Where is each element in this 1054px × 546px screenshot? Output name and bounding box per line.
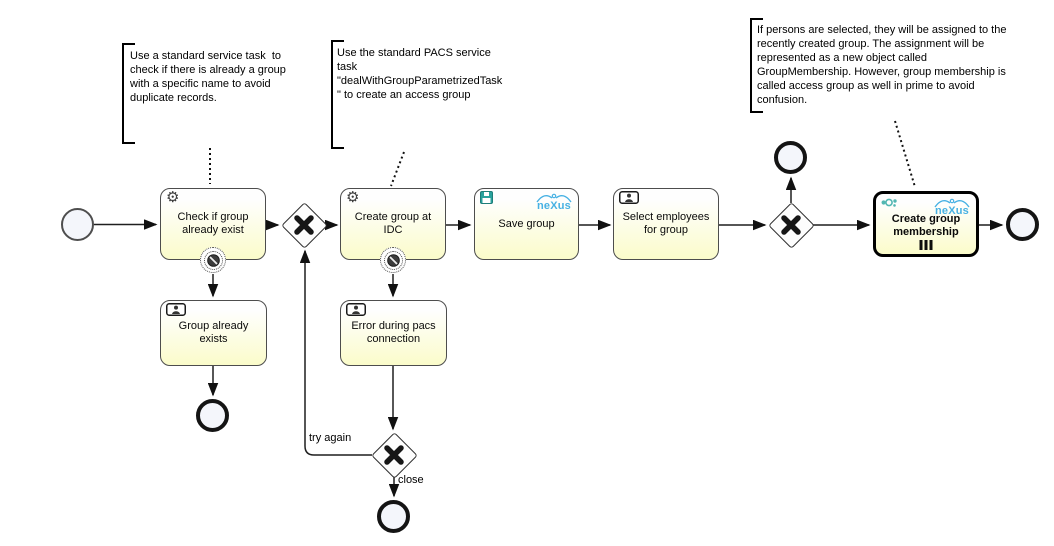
task-label: Error during pacs connection bbox=[351, 320, 436, 345]
annotation2-association bbox=[390, 151, 405, 187]
task-save-group[interactable]: neXus Save group bbox=[474, 188, 579, 260]
annotation3-bracket bbox=[750, 18, 763, 113]
start-event[interactable] bbox=[61, 208, 94, 241]
annotation1-bracket bbox=[122, 43, 135, 144]
save-icon bbox=[480, 191, 493, 207]
boundary-event-create-group[interactable] bbox=[380, 247, 406, 273]
task-label: Select employees for group bbox=[622, 211, 710, 236]
task-label: Save group bbox=[498, 217, 555, 230]
nexus-logo-text: neXus bbox=[934, 205, 969, 217]
task-label: Create group at IDC bbox=[354, 211, 432, 236]
gear-icon: ⚙ bbox=[346, 188, 360, 206]
nexus-logo-text: neXus bbox=[536, 200, 571, 212]
flow-label-try-again: try again bbox=[309, 432, 352, 444]
nexus-logo: neXus bbox=[534, 193, 574, 212]
x-marker-icon bbox=[294, 215, 314, 235]
circle-slash-icon bbox=[206, 253, 220, 267]
circle-slash-icon bbox=[386, 253, 400, 267]
task-label: Check if group already exist bbox=[177, 211, 249, 236]
user-task-icon bbox=[166, 303, 186, 319]
boundary-event-inner-ring bbox=[203, 250, 223, 270]
text-annotation-duplicate-check: Use a standard service task to check if … bbox=[130, 50, 286, 104]
boundary-event-check-group[interactable] bbox=[200, 247, 226, 273]
end-event-group-exists[interactable] bbox=[196, 399, 229, 432]
gear-icon: ⚙ bbox=[166, 188, 180, 206]
end-event-top[interactable] bbox=[774, 141, 807, 174]
xor-gateway-2[interactable] bbox=[768, 202, 815, 249]
nexus-logo: neXus bbox=[932, 198, 972, 217]
task-error-during-pacs[interactable]: Error during pacs connection bbox=[340, 300, 447, 366]
task-select-employees[interactable]: Select employees for group bbox=[613, 188, 719, 260]
end-event-close[interactable] bbox=[377, 500, 410, 533]
annotation2-bracket bbox=[331, 40, 344, 149]
x-marker-icon bbox=[384, 445, 404, 465]
xor-gateway-3[interactable] bbox=[371, 432, 418, 479]
nexus-wings-icon bbox=[934, 198, 970, 208]
end-event-right[interactable] bbox=[1006, 208, 1039, 241]
annotation3-association bbox=[894, 120, 916, 188]
flow-label-close: close bbox=[398, 474, 424, 486]
boundary-event-inner-ring bbox=[383, 250, 403, 270]
task-create-group-membership[interactable]: neXus Create group membership bbox=[873, 191, 979, 257]
x-marker-icon bbox=[781, 215, 801, 235]
nexus-wings-icon bbox=[536, 193, 572, 203]
group-membership-icon bbox=[881, 196, 898, 212]
text-annotation-group-membership: If persons are selected, they will be as… bbox=[757, 24, 1007, 106]
user-task-icon bbox=[346, 303, 366, 319]
task-label: Create group membership bbox=[891, 213, 961, 238]
task-label: Group already exists bbox=[178, 320, 249, 345]
xor-gateway-1[interactable] bbox=[281, 202, 328, 249]
multi-instance-marker bbox=[919, 240, 933, 250]
task-group-already-exists[interactable]: Group already exists bbox=[160, 300, 267, 366]
text-annotation-pacs-task: Use the standard PACS service task "deal… bbox=[337, 47, 503, 101]
user-task-icon bbox=[619, 191, 639, 207]
flow-try-again bbox=[299, 249, 372, 456]
